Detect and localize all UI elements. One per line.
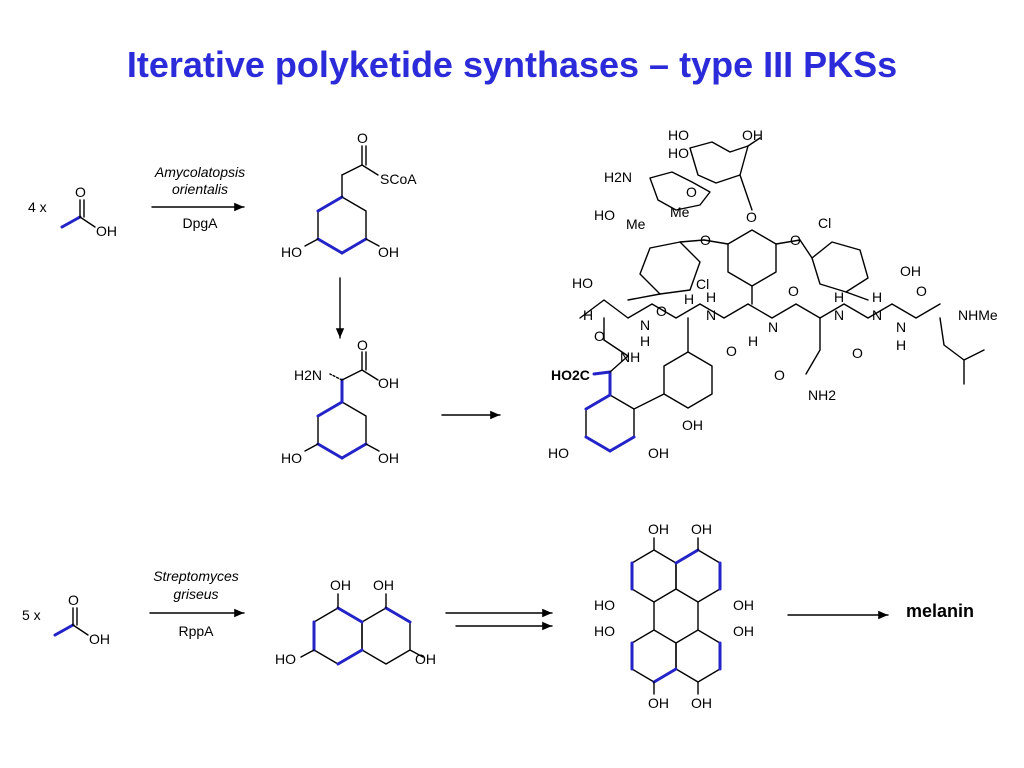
atom-label: H — [748, 333, 758, 349]
atom-label: O — [656, 303, 667, 319]
atom-label: N — [706, 307, 716, 323]
thn-oh: OH — [330, 577, 351, 593]
atom-label: HO — [594, 207, 615, 223]
dpg-o: O — [357, 337, 368, 353]
atom-label: H — [706, 289, 716, 305]
perylene-molecule: OH OH HO OH HO OH OH OH — [594, 521, 754, 711]
multiplier-5x: 5 x — [22, 607, 41, 623]
thn-oh: OH — [373, 577, 394, 593]
atom-label: O — [788, 283, 799, 299]
perylene-oh: OH — [691, 695, 712, 711]
atom-label: O — [790, 232, 801, 248]
atom-label: Me — [670, 204, 690, 220]
acetate-o: O — [68, 592, 79, 608]
atom-label: H — [640, 333, 650, 349]
atom-label: H2N — [604, 169, 632, 185]
dpa-o: O — [357, 130, 368, 146]
atom-label: O — [746, 209, 757, 225]
atom-label: N — [640, 317, 650, 333]
dpg-molecule: H2N O OH HO OH — [281, 337, 399, 466]
atom-label: OH — [648, 445, 669, 461]
dpg-amine: H2N — [294, 367, 322, 383]
atom-label: OH — [742, 127, 763, 143]
dpa-oh: OH — [378, 244, 399, 260]
dpg-oh: OH — [378, 450, 399, 466]
acetate-o: O — [75, 184, 86, 200]
perylene-oh: OH — [648, 695, 669, 711]
atom-label: Cl — [818, 215, 831, 231]
atom-label: Me — [626, 216, 646, 232]
glycopeptide-product: HO HO OH H2N O HO Me Me O O O Cl HO Cl O… — [548, 127, 998, 461]
organism-streptomyces: Streptomyces — [153, 568, 239, 584]
atom-label: H — [583, 307, 593, 323]
atom-label: OH — [900, 263, 921, 279]
atom-label-carboxyl: HO2C — [551, 367, 590, 383]
atom-label: O — [916, 283, 927, 299]
atom-label: N — [896, 319, 906, 335]
atom-label: O — [700, 232, 711, 248]
atom-label: NHMe — [958, 307, 998, 323]
atom-label: H — [684, 291, 694, 307]
melanin-label: melanin — [906, 601, 974, 621]
perylene-oh: OH — [691, 521, 712, 537]
dpa-scoa: SCoA — [380, 171, 417, 187]
atom-label: N — [834, 307, 844, 323]
perylene-oh: OH — [733, 597, 754, 613]
perylene-oh: OH — [733, 623, 754, 639]
atom-label: H — [872, 289, 882, 305]
atom-label: H — [834, 289, 844, 305]
atom-label: O — [852, 345, 863, 361]
atom-label: O — [774, 367, 785, 383]
atom-label: H — [896, 337, 906, 353]
perylene-ho: HO — [594, 597, 615, 613]
atom-label: O — [686, 184, 697, 200]
atom-label: NH2 — [808, 387, 836, 403]
dpg-ho: HO — [281, 450, 302, 466]
atom-label: HO — [668, 145, 689, 161]
atom-label: O — [726, 343, 737, 359]
dpa-ho: HO — [281, 244, 302, 260]
dpa-scoa-molecule: O SCoA HO OH — [281, 130, 417, 260]
enzyme-dpga: DpgA — [182, 215, 218, 231]
atom-label: O — [594, 328, 605, 344]
atom-label: N — [872, 307, 882, 323]
acetate-oh: OH — [96, 223, 117, 239]
organism-orientalis: orientalis — [172, 181, 228, 197]
atom-label: OH — [682, 417, 703, 433]
atom-label: HO — [668, 127, 689, 143]
atom-label: HO — [548, 445, 569, 461]
multiplier-4x: 4 x — [28, 199, 47, 215]
acetate-oh: OH — [89, 631, 110, 647]
atom-label: Cl — [696, 276, 709, 292]
dpg-acid-oh: OH — [378, 375, 399, 391]
slide-title: Iterative polyketide synthases – type II… — [126, 44, 898, 85]
organism-griseus: griseus — [173, 586, 218, 602]
atom-label: N — [768, 319, 778, 335]
thn-ho: HO — [275, 651, 296, 667]
thn-oh: OH — [415, 651, 436, 667]
atom-label: HO — [572, 275, 593, 291]
atom-label: NH — [620, 349, 640, 365]
thn-molecule: OH OH HO OH — [275, 577, 436, 667]
enzyme-rppa: RppA — [178, 623, 214, 639]
perylene-oh: OH — [648, 521, 669, 537]
organism-amycolatopsis: Amycolatopsis — [154, 164, 245, 180]
acetate-molecule-1: O OH — [60, 184, 117, 239]
perylene-ho: HO — [594, 623, 615, 639]
acetate-molecule-2: O OH — [53, 592, 110, 647]
